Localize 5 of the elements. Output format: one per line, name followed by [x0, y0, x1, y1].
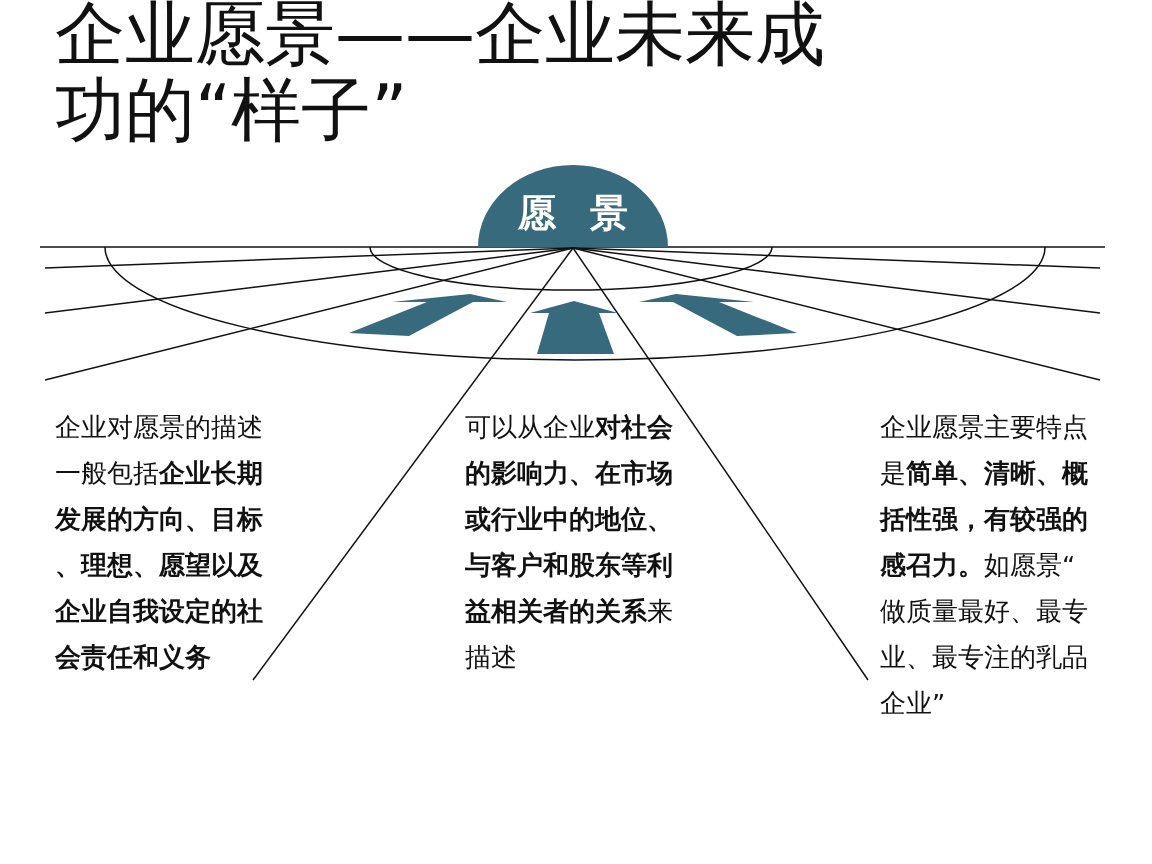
- title: 企业愿景——企业未来成功的“样子”: [55, 0, 826, 148]
- dome-shape: 愿 景: [478, 165, 668, 247]
- paragraph: 企业对愿景的描述一般包括企业长期发展的方向、目标、理想、愿望以及企业自我设定的社会责任和义务: [55, 411, 264, 674]
- paragraph: 企业愿景主要特点是简单、清晰、概括性强，有较强的感召力。如愿景“做质量最好、最专业、最专注的乳品企业”: [880, 411, 1089, 720]
- paragraph: 可以从企业对社会的影响力、在市场或行业中的地位、与客户和股东等利益相关者的关系来描述: [465, 411, 674, 674]
